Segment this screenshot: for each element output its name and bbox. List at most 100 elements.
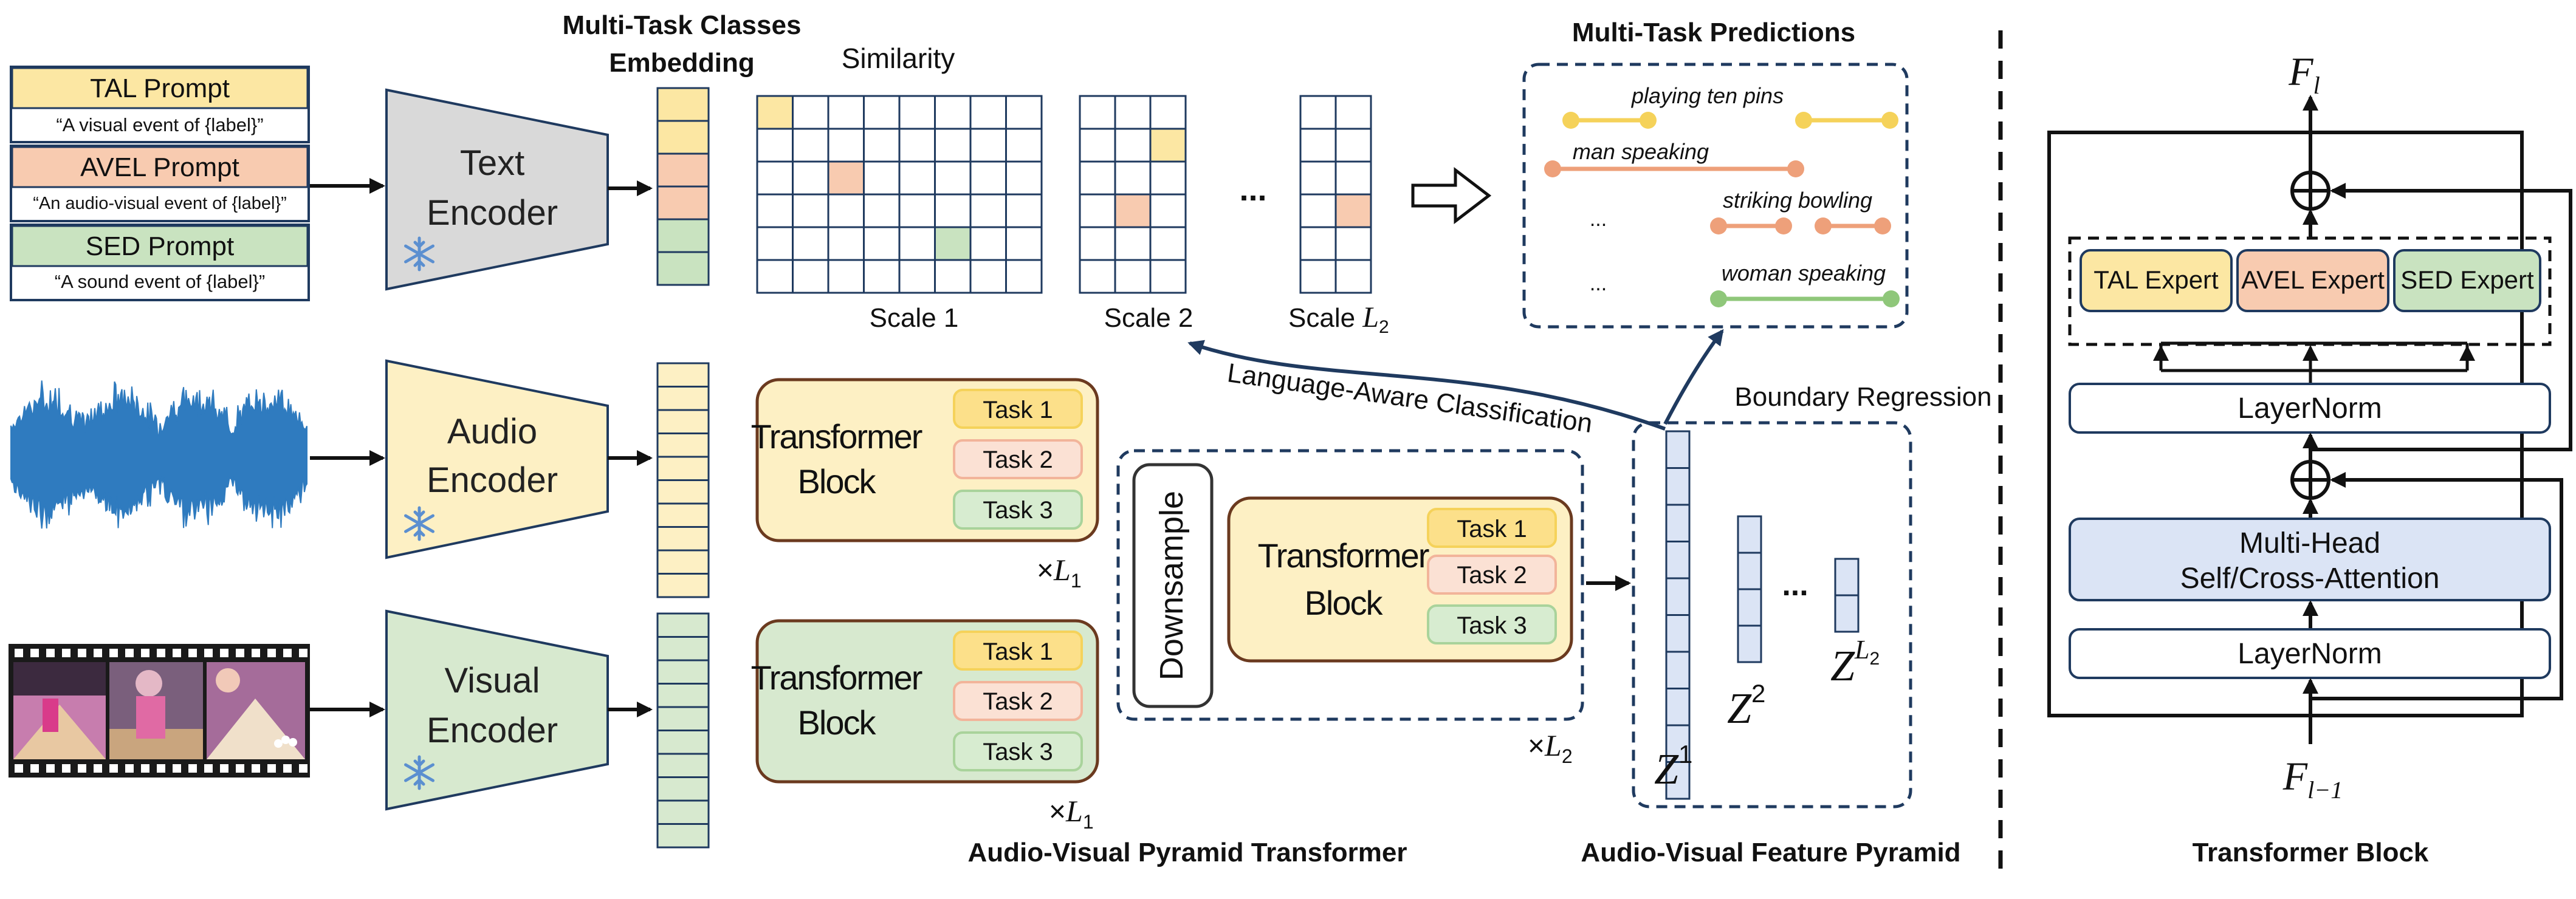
task-3-label: Task 3	[983, 739, 1053, 765]
audio-encoder: Audio Encoder	[385, 359, 609, 559]
prediction-ellipsis-2: ...	[1590, 272, 1607, 295]
pyramid-level-Z2	[1737, 515, 1762, 663]
sprocket-hole	[188, 764, 197, 773]
text-encoder-label-1: Text	[460, 143, 524, 183]
avel-expert	[2236, 249, 2389, 312]
Z2-cell	[1737, 515, 1762, 554]
visual-feature-cell	[656, 659, 710, 685]
similarity-cell	[792, 160, 829, 196]
similarity-cell	[898, 259, 936, 294]
scale-1-label: Scale 1	[870, 303, 959, 333]
similarity-cell	[898, 160, 936, 196]
similarity-cell	[1299, 193, 1337, 228]
sprocket-hole	[236, 764, 244, 773]
visual-feature-cell	[656, 706, 710, 731]
sprocket-hole	[283, 649, 292, 657]
transformer-block-title: Transformer Block	[2193, 838, 2429, 867]
task-2-label: Task 2	[983, 688, 1053, 715]
prompt-avel-template: “An audio-visual event of {label}”	[33, 194, 287, 213]
similarity-cell	[1299, 128, 1337, 163]
Z2-cell	[1737, 588, 1762, 627]
similarity-cell	[1079, 160, 1116, 196]
sprocket-hole	[30, 649, 39, 657]
similarity-cell	[756, 259, 794, 294]
class-embedding-column	[656, 87, 710, 286]
sprocket-hole	[220, 649, 228, 657]
prompt-sed-template: “A sound event of {label}”	[55, 271, 265, 292]
similarity-cell	[1079, 128, 1116, 163]
sprocket-hole	[204, 764, 213, 773]
audio-feature-cell	[656, 573, 710, 598]
audio-feature-cell	[656, 409, 710, 434]
similarity-cell	[1114, 259, 1152, 294]
Z1-cell	[1665, 688, 1691, 726]
embedding-cell	[656, 152, 710, 188]
similarity-cell	[934, 226, 972, 261]
visual-feature-cell	[656, 730, 710, 755]
similarity-cell	[1114, 95, 1152, 130]
layernorm-bottom-label: LayerNorm	[2238, 638, 2382, 670]
similarity-cell	[969, 160, 1007, 196]
sprocket-hole	[157, 764, 165, 773]
embedding-cell	[656, 120, 710, 155]
sprocket-hole	[109, 764, 118, 773]
transformer-label-1: Transformer	[751, 417, 922, 456]
prediction-label: woman speaking	[1722, 261, 1886, 285]
similarity-cell	[827, 95, 865, 130]
similarity-cell	[827, 259, 865, 294]
prompt-avel-header	[11, 146, 309, 188]
audio-feature-cell	[656, 526, 710, 552]
similarity-cell	[792, 226, 829, 261]
similarity-cell	[1005, 128, 1043, 163]
sprocket-hole	[78, 764, 86, 773]
similarity-cell	[1334, 193, 1372, 228]
sprocket-hole	[62, 649, 70, 657]
visual-feature-cell	[656, 799, 710, 825]
visual-feature-cell	[656, 823, 710, 849]
audio-wave-path	[10, 380, 307, 529]
similarity-cell	[934, 259, 972, 294]
visual-encoder-label-2: Encoder	[427, 711, 558, 750]
similarity-cell	[863, 259, 901, 294]
ZL2-cell	[1834, 558, 1860, 596]
prompt-tal-header	[11, 67, 309, 109]
sprocket-hole	[78, 649, 86, 657]
sprocket-hole	[252, 764, 260, 773]
sprocket-hole	[252, 649, 260, 657]
similarity-cell	[969, 193, 1007, 228]
similarity-cell	[1114, 160, 1152, 196]
video-frame-3	[207, 662, 305, 759]
sprocket-hole	[15, 764, 23, 773]
prompt-stack: TAL Prompt “A visual event of {label}” A…	[10, 66, 310, 301]
similarity-cell	[1299, 226, 1337, 261]
video-filmstrip	[9, 644, 310, 778]
similarity-cell	[1114, 226, 1152, 261]
hollow-arrow-icon	[1411, 166, 1492, 225]
similarity-cell	[1334, 226, 1372, 261]
task-1-label: Task 1	[1457, 516, 1527, 542]
audio-feature-column	[656, 362, 710, 598]
similarity-cell	[1334, 259, 1372, 294]
visual-encoder-label-1: Visual	[445, 661, 540, 700]
Z1-cell	[1665, 577, 1691, 616]
audio-feature-cell	[656, 386, 710, 411]
embedding-cell	[656, 218, 710, 253]
sprocket-hole	[236, 649, 244, 657]
pyramid-transformer-title: Audio-Visual Pyramid Transformer	[968, 838, 1407, 867]
sprocket-hole	[157, 649, 165, 657]
audio-repeat-L1: ×L1	[1037, 553, 1082, 592]
similarity-cell	[1005, 226, 1043, 261]
sprocket-hole	[283, 764, 292, 773]
similarity-cell	[898, 226, 936, 261]
similarity-cell	[934, 128, 972, 163]
similarity-grid-scale-L2	[1299, 95, 1372, 294]
similarity-cell	[1299, 95, 1337, 130]
block-output-label: Fl	[2288, 50, 2320, 99]
sprocket-hole	[188, 649, 197, 657]
feature-pyramid-title: Audio-Visual Feature Pyramid	[1581, 838, 1960, 867]
similarity-cell	[1114, 128, 1152, 163]
similarity-cell	[1334, 160, 1372, 196]
prediction-label: man speaking	[1573, 139, 1709, 164]
similarity-cell	[756, 160, 794, 196]
